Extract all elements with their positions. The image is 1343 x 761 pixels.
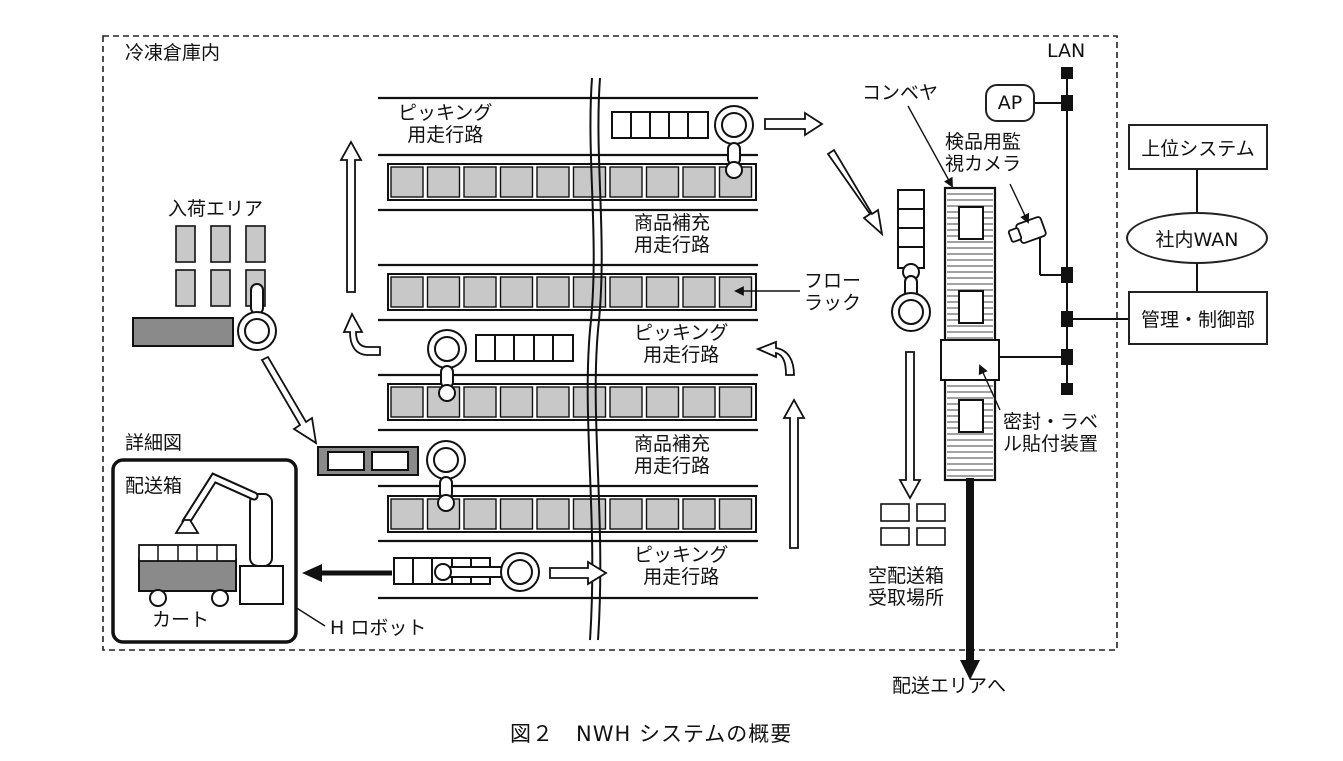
rack-cell [645, 166, 680, 198]
ap-label: AP [997, 92, 1023, 114]
picking-lane-label-3: ピッキング 用走行路 [634, 544, 729, 588]
diag-arrow [260, 355, 318, 445]
u-turn-arrow [755, 340, 795, 376]
flow-rack-label: フロー ラック [804, 270, 862, 314]
rack-cell [463, 498, 497, 530]
right-arrow [549, 560, 608, 586]
camera-label: 検品用監 視カメラ [945, 131, 1022, 175]
warehouse-label: 冷凍倉庫内 [125, 42, 221, 64]
rack-cell [499, 166, 534, 198]
conveyor-box [958, 399, 984, 433]
rack-cell [499, 498, 534, 530]
seal-label-device-label: 密封・ラベ ル貼付装置 [1003, 411, 1099, 455]
rack-cell [536, 386, 570, 418]
upper-system-label: 上位システム [1141, 137, 1255, 160]
delivery-box-label: 配送箱 [125, 475, 183, 497]
rack-cell [463, 166, 497, 198]
arrival-label: 入荷エリア [168, 198, 264, 220]
cart-light [611, 111, 709, 139]
rack-cell [609, 276, 643, 308]
rack-cell [718, 386, 753, 418]
rack-cell [463, 386, 497, 418]
lan-label: LAN [1047, 40, 1086, 62]
rack-cell [536, 276, 570, 308]
cart-dark [132, 317, 234, 347]
rack-cell [645, 498, 680, 530]
wan-label: 社内WAN [1155, 228, 1239, 251]
detail-label: 詳細図 [125, 432, 183, 454]
u-turn-arrow [342, 311, 381, 356]
aisle-lines [378, 96, 758, 600]
break-line [586, 77, 595, 641]
rack-cell [609, 386, 643, 418]
empty-box-area [880, 503, 946, 546]
detail-view [111, 458, 298, 644]
rack-cell [536, 166, 570, 198]
picking-lane-label-1: ピッキング 用走行路 [398, 102, 493, 146]
rack-cell [499, 276, 534, 308]
figure-caption: 図２ NWH システムの概要 [510, 722, 793, 746]
upper-system-box: 上位システム [1128, 124, 1268, 170]
rack-cell [390, 166, 424, 198]
rack-cell [718, 166, 753, 198]
rack-cell [390, 386, 424, 418]
to-delivery-label: 配送エリアへ [892, 675, 1007, 697]
seal-label-device [940, 339, 1000, 381]
down-arrow [898, 351, 922, 500]
rack-cell [499, 386, 534, 418]
robot-arm [250, 283, 264, 315]
cart-light [475, 334, 574, 362]
control-label: 管理・制御部 [1140, 308, 1255, 331]
rack-cell [609, 498, 643, 530]
conveyor-box [958, 206, 984, 240]
rack-cell [682, 166, 716, 198]
lan-network [998, 67, 1198, 395]
flow-racks [387, 163, 757, 533]
rack-cell [426, 276, 461, 308]
picking-lane-label-2: ピッキング 用走行路 [634, 322, 729, 366]
rack-cell [682, 498, 716, 530]
rack-cell [572, 386, 607, 418]
rack-cell [718, 276, 753, 308]
h-robot-label: H ロボット [330, 617, 427, 639]
robots [132, 105, 931, 592]
rack-cell [536, 498, 570, 530]
rack-cell [463, 276, 497, 308]
wan-ellipse: 社内WAN [1126, 212, 1268, 264]
rack-cell [426, 166, 461, 198]
rack-cell [609, 166, 643, 198]
conveyor [940, 186, 1000, 482]
conveyor-label: コンベヤ [862, 82, 939, 104]
rack-cell [645, 386, 680, 418]
replenish-lane-label-2: 商品補充 用走行路 [634, 433, 711, 477]
access-point: AP [985, 84, 1035, 122]
empty-box-label: 空配送箱 受取場所 [868, 565, 945, 609]
robot-base [239, 565, 284, 605]
up-arrow [782, 398, 806, 549]
warehouse-boundary [102, 35, 1118, 651]
rack-cell [645, 276, 680, 308]
robot-pillar [249, 493, 273, 567]
rack-cell [682, 276, 716, 308]
cart-label: カート [152, 609, 210, 631]
travel-arrows [260, 111, 922, 586]
rack-cell [718, 498, 753, 530]
rack-cell [572, 498, 607, 530]
cart [138, 558, 237, 592]
diag-arrow [826, 148, 884, 237]
rack-cell [682, 386, 716, 418]
delivery-box-row [138, 544, 237, 562]
up-arrow [339, 140, 363, 293]
right-arrow [764, 111, 824, 137]
control-box: 管理・制御部 [1128, 291, 1268, 345]
rack-cell [390, 276, 424, 308]
rack-cell [390, 498, 424, 530]
break-line [594, 77, 603, 641]
conveyor-box [958, 290, 984, 324]
replenish-lane-label-1: 商品補充 用走行路 [634, 212, 711, 256]
